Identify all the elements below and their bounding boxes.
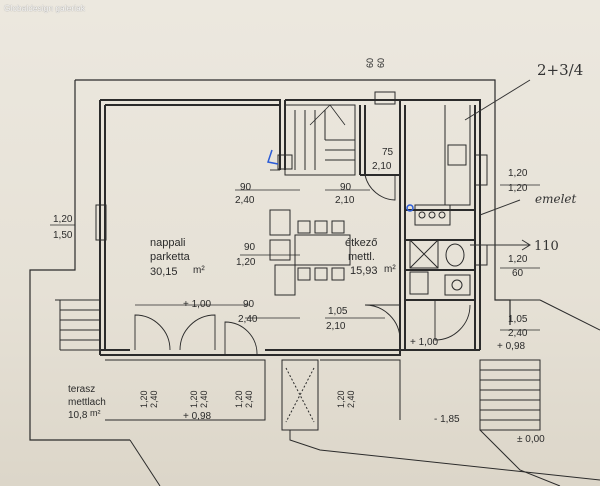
door-90a-w: 90 <box>240 182 252 193</box>
dining-table <box>269 209 351 296</box>
level-3: + 1,00 <box>410 337 439 348</box>
terrace-door-2-h: 2,40 <box>199 390 209 408</box>
blue-markers <box>267 149 414 212</box>
kitchen-window-h: 1,20 <box>508 183 528 194</box>
left-window-w: 1,20 <box>53 214 73 225</box>
door-90d-w: 90 <box>243 299 255 310</box>
watermark: Globaldesign galeriak <box>4 4 86 13</box>
bathroom <box>409 239 471 296</box>
terrace-door-1-h: 2,40 <box>149 390 159 408</box>
dining-room-floor: mettl. <box>348 251 375 263</box>
door-90c-w: 90 <box>244 242 256 253</box>
living-room-name: nappali <box>150 237 185 249</box>
handwritten-note-1: 2+3/4 <box>537 61 583 79</box>
door-90b-w: 90 <box>340 182 352 193</box>
door-swings <box>134 169 471 356</box>
door-90a-h: 2,40 <box>235 195 255 206</box>
small-window-w: 1,20 <box>508 254 528 265</box>
door-75-w: 75 <box>382 147 394 158</box>
level-2: + 0,98 <box>183 411 212 422</box>
site-lines <box>129 299 600 486</box>
level-5: - 1,85 <box>434 414 460 425</box>
level-1: + 1,00 <box>183 299 212 310</box>
dining-room-name: étkező <box>345 237 377 249</box>
living-room-floor: parketta <box>150 251 191 263</box>
handwritten-note-3: 110 <box>534 239 559 254</box>
stair <box>277 104 356 176</box>
living-room-area: 30,15 <box>150 266 178 278</box>
door-75-h: 2,10 <box>372 161 392 172</box>
right-door-w: 1,05 <box>508 314 528 325</box>
door-105-w: 1,05 <box>328 306 348 317</box>
kitchen-counter <box>414 105 471 226</box>
terrace-door-3-w: 1,20 <box>234 390 244 408</box>
dining-room-area: 15,93 <box>350 265 378 277</box>
door-90d-h: 2,40 <box>238 314 258 325</box>
terrace-area: 10,8 <box>68 410 88 421</box>
door-90b-h: 2,10 <box>335 195 355 206</box>
handwritten-annotations <box>464 79 531 251</box>
dining-room-unit: m² <box>384 264 396 275</box>
terrace-unit: m² <box>90 408 101 418</box>
left-window-h: 1,50 <box>53 230 73 241</box>
right-door-h: 2,40 <box>508 328 528 339</box>
terrace <box>55 299 401 431</box>
terrace-door-4-w: 1,20 <box>336 390 346 408</box>
door-90c-h: 1,20 <box>236 257 256 268</box>
door-105-h: 2,10 <box>326 321 346 332</box>
living-room-unit: m² <box>193 265 205 276</box>
terrace-floor: mettlach <box>68 397 106 408</box>
top-window-h: 60 <box>376 58 386 68</box>
level-6: ± 0,00 <box>517 434 545 445</box>
small-window-h: 60 <box>512 268 524 279</box>
top-window-w: 60 <box>365 58 375 68</box>
terrace-door-2-w: 1,20 <box>189 390 199 408</box>
terrace-door-3-h: 2,40 <box>244 390 254 408</box>
handwritten-note-2: emelet <box>535 192 577 206</box>
dimension-lines <box>50 184 540 331</box>
site-outline-left <box>29 80 130 441</box>
exterior-stairs <box>479 359 541 431</box>
kitchen-window-w: 1,20 <box>508 168 528 179</box>
terrace-door-4-h: 2,40 <box>346 390 356 408</box>
terrace-door-1-w: 1,20 <box>139 390 149 408</box>
level-4: + 0,98 <box>497 341 526 352</box>
walls <box>99 99 481 356</box>
terrace-name: terasz <box>68 384 95 395</box>
